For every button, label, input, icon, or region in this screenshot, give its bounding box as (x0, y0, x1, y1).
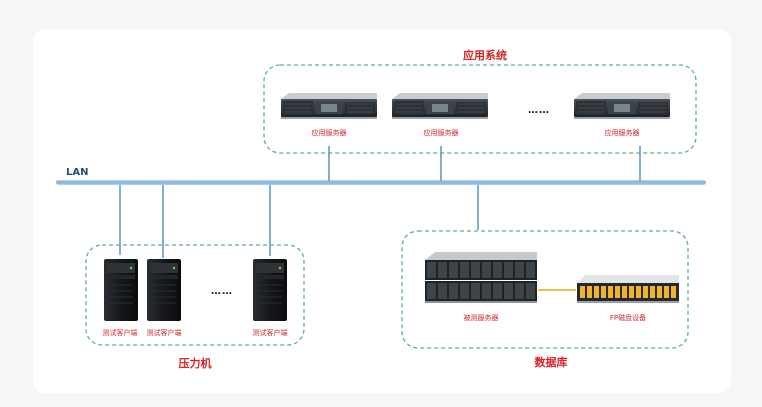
fp-storage-label: FP磁盘设备 (610, 313, 646, 322)
app-server-1-label: 应用服务器 (312, 128, 347, 137)
test-client-3-label: 测试客户端 (253, 328, 288, 337)
diagram-card (33, 29, 731, 393)
test-client-2 (146, 258, 182, 322)
database-group (401, 230, 689, 349)
app-server-3 (573, 92, 671, 120)
pressure-group (85, 244, 305, 346)
database-group-title: 数据库 (535, 355, 568, 369)
app-server-3-label: 应用服务器 (605, 128, 640, 137)
tested-server-label: 被测服务器 (464, 313, 499, 322)
app-system-title: 应用系统 (463, 48, 507, 62)
fp-storage-device (577, 275, 679, 303)
test-clients-ellipsis: …… (211, 286, 233, 297)
test-client-3 (252, 258, 288, 322)
app-servers-ellipsis: …… (528, 105, 550, 116)
test-client-1 (103, 258, 139, 322)
pressure-group-title: 压力机 (179, 356, 212, 370)
lan-bus (56, 180, 706, 185)
lan-label: LAN (66, 167, 88, 178)
test-client-1-label: 测试客户端 (103, 328, 138, 337)
app-system-group (263, 64, 697, 154)
app-server-2-label: 应用服务器 (424, 128, 459, 137)
tested-server (425, 252, 537, 303)
link-lines (119, 146, 641, 258)
test-client-2-label: 测试客户端 (147, 328, 182, 337)
app-server-1 (280, 92, 378, 120)
app-server-2 (391, 92, 489, 120)
